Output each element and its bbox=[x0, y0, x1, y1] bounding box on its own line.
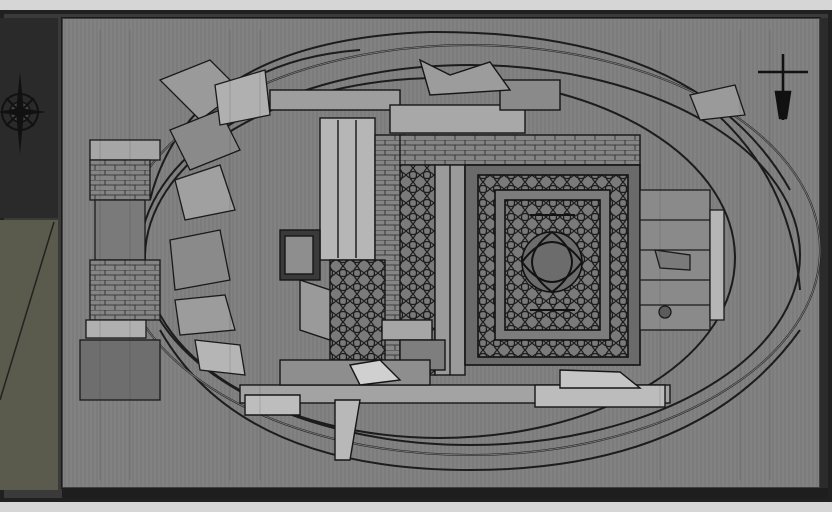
floor-slabs bbox=[239, 359, 671, 461]
central-building bbox=[269, 58, 641, 376]
compass-rose-icon bbox=[0, 72, 46, 154]
left-stairs bbox=[79, 59, 271, 401]
right-shelves bbox=[639, 84, 746, 331]
ornate-door bbox=[464, 164, 641, 366]
left-panel bbox=[0, 18, 58, 490]
cross-icon bbox=[758, 54, 808, 120]
